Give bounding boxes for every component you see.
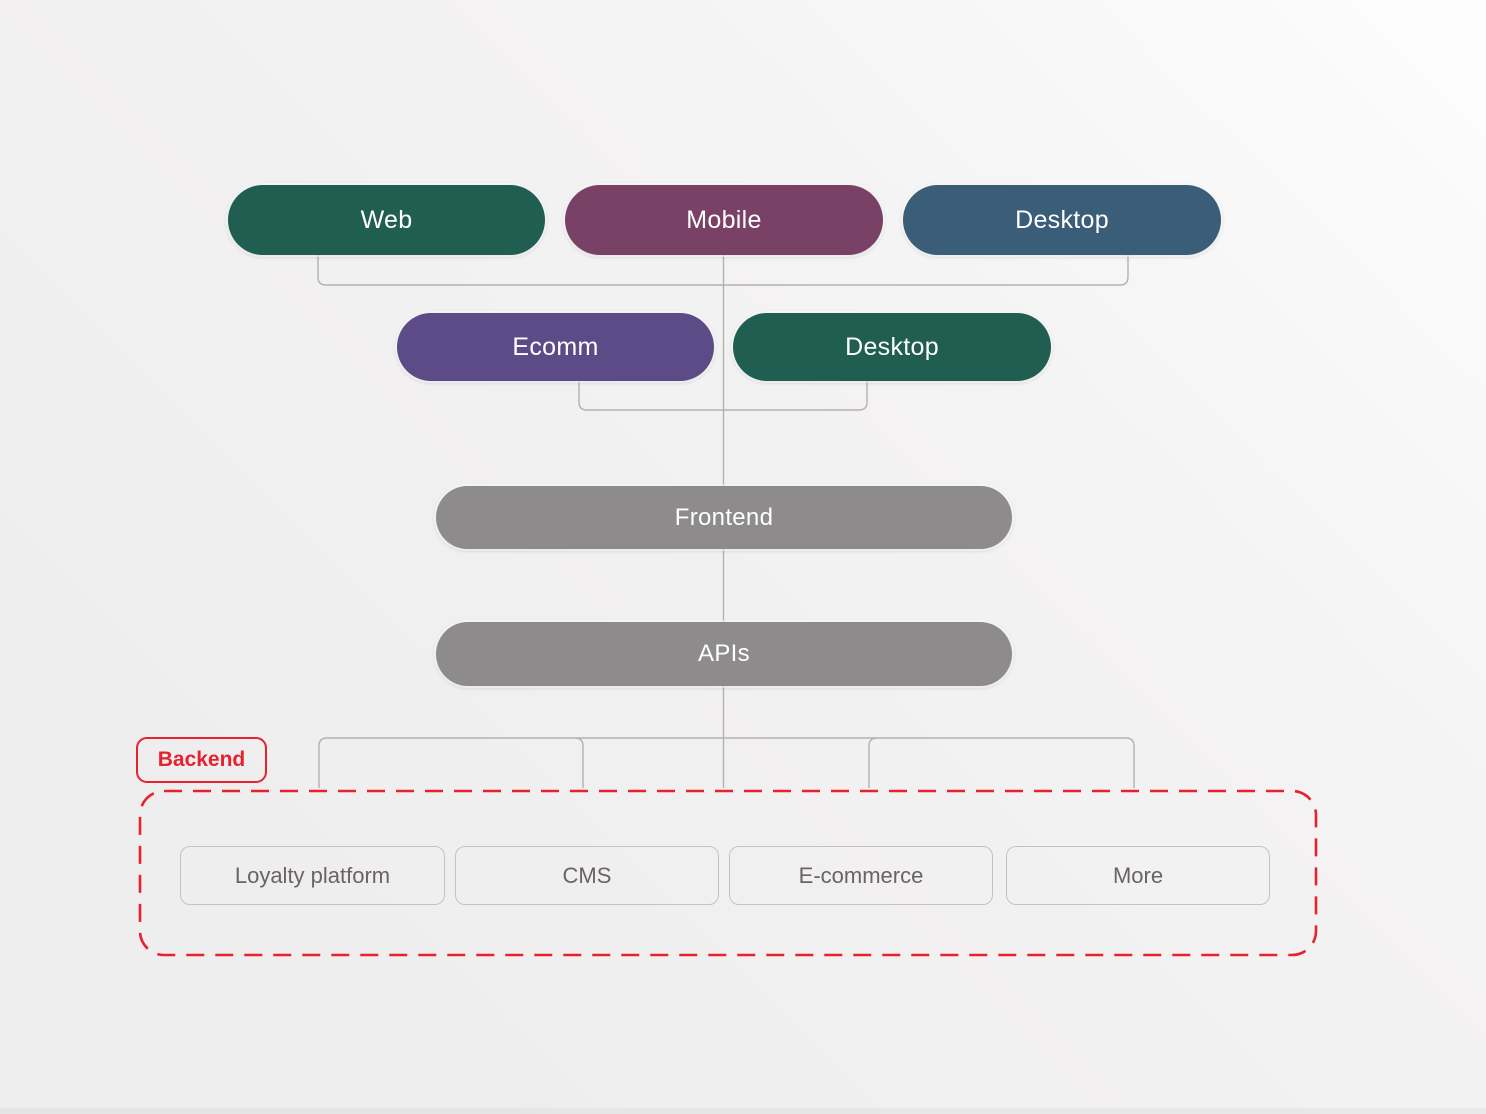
node-mobile: Mobile: [565, 185, 883, 255]
node-desktop: Desktop: [903, 185, 1221, 255]
backend-item-more: More: [1006, 846, 1270, 905]
backend-item-ecommerce: E-commerce: [729, 846, 993, 905]
node-web: Web: [228, 185, 545, 255]
node-ecomm: Ecomm: [397, 313, 714, 381]
backend-tag-label: Backend: [157, 748, 246, 771]
node-apis: APIs: [436, 622, 1012, 686]
node-desktop-label: Desktop: [1015, 205, 1109, 234]
node-frontend: Frontend: [436, 486, 1012, 549]
backend-tag: Backend: [136, 737, 267, 783]
connector-row2-bus: [578, 381, 868, 411]
backend-item-label: Loyalty platform: [234, 862, 391, 888]
connector-backend-drop-3: [868, 737, 878, 788]
connector-row1-bus: [317, 255, 1129, 286]
backend-item-label: More: [1112, 862, 1164, 888]
connector-backend-drop-2: [574, 737, 584, 788]
backend-item-cms: CMS: [455, 846, 719, 905]
node-apis-label: APIs: [698, 640, 750, 667]
node-desktop-2-label: Desktop: [845, 332, 939, 361]
backend-item-label: CMS: [562, 862, 612, 888]
node-web-label: Web: [360, 205, 413, 234]
backend-item-label: E-commerce: [798, 862, 924, 888]
connector-backend-bus: [318, 737, 1135, 788]
backend-item-loyalty-platform: Loyalty platform: [180, 846, 445, 905]
backend-dashed-container: [138, 789, 1318, 957]
node-mobile-label: Mobile: [686, 205, 762, 234]
node-desktop-2: Desktop: [733, 313, 1051, 381]
node-ecomm-label: Ecomm: [512, 332, 599, 361]
node-frontend-label: Frontend: [674, 503, 774, 531]
